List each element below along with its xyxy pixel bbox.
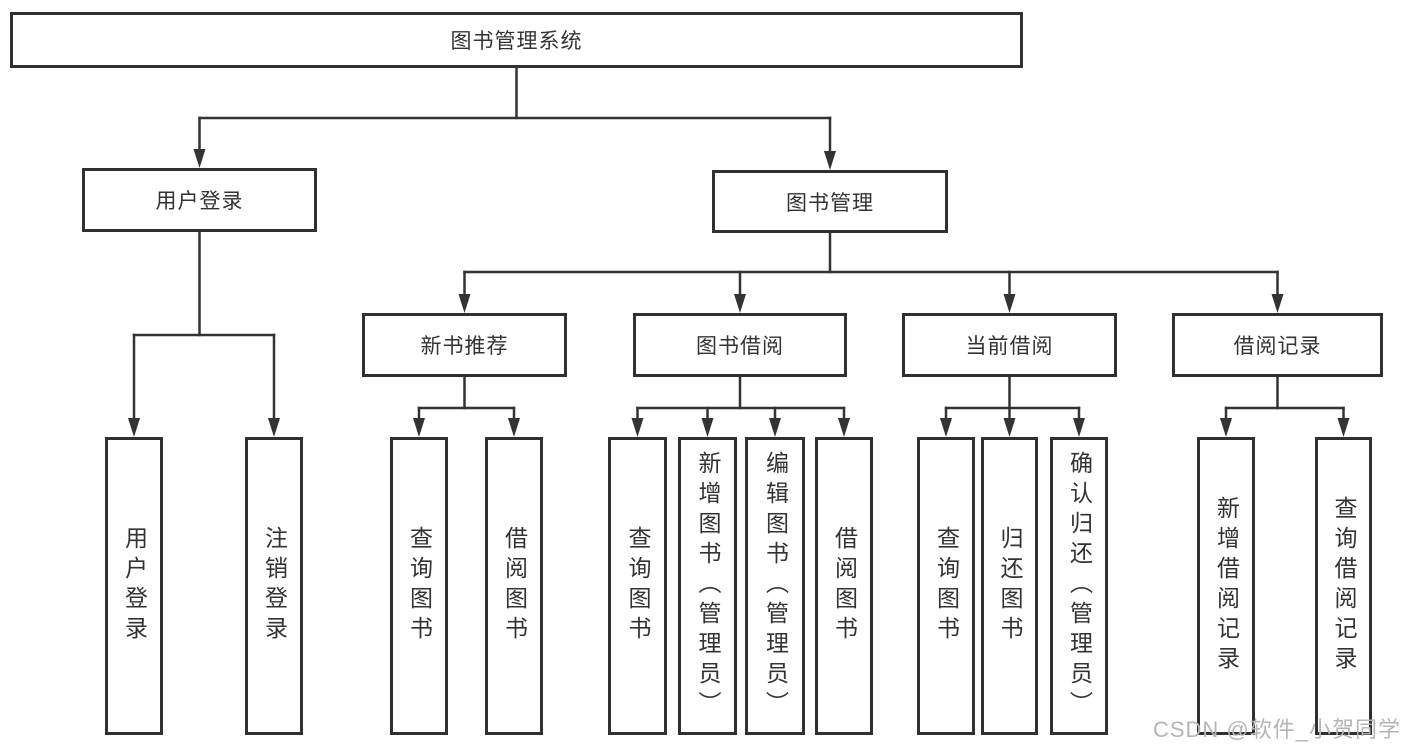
node-current-borrow: 当前借阅 [902,313,1117,377]
node-library-system: 图书管理系统 [10,12,1023,68]
leaf-cb-return-books: 归还图书 [981,437,1038,735]
node-label: 图书管理系统 [450,30,583,53]
leaf-nbr-borrow-books: 借阅图书 [485,437,543,735]
leaf-label: 归还图书 [997,526,1023,646]
node-label: 借阅记录 [1233,335,1322,358]
leaf-label: 查询图书 [933,526,960,646]
leaf-nbr-query-books: 查询图书 [390,437,448,735]
node-label: 新书推荐 [420,335,509,358]
leaf-label: 用户登录 [121,526,148,646]
leaf-label: 查询图书 [625,526,651,646]
leaf-br-query-borrow-record: 查询借阅记录 [1315,437,1372,735]
leaf-br-add-borrow-record: 新增借阅记录 [1197,437,1255,735]
leaf-label: 新增图书（管理员） [695,451,721,721]
leaf-bb-borrow-books: 借阅图书 [815,437,873,735]
leaf-label: 借阅图书 [831,526,858,646]
leaf-label: 借阅图书 [501,526,528,646]
leaf-bb-add-books-admin: 新增图书（管理员） [678,437,737,735]
leaf-label: 查询图书 [406,526,433,646]
leaf-cb-query-books: 查询图书 [917,437,975,735]
node-user-login: 用户登录 [82,168,317,232]
node-book-borrow: 图书借阅 [633,313,847,377]
leaf-label: 确认归还（管理员） [1066,451,1093,721]
watermark: CSDN @软件_小贺同学 [1152,717,1401,742]
node-label: 当前借阅 [965,335,1054,358]
leaf-label: 查询借阅记录 [1331,496,1357,676]
leaf-label: 注销登录 [261,526,288,646]
leaf-bb-edit-books-admin: 编辑图书（管理员） [745,437,805,735]
node-borrow-records: 借阅记录 [1172,313,1383,377]
node-new-book-recommend: 新书推荐 [362,313,567,377]
leaf-label: 新增借阅记录 [1213,496,1240,676]
node-label: 图书借阅 [696,335,784,358]
leaf-bb-query-books: 查询图书 [608,437,667,735]
node-book-management: 图书管理 [712,170,948,233]
leaf-logout-login: 注销登录 [245,437,303,735]
leaf-cb-confirm-return-admin: 确认归还（管理员） [1050,437,1108,735]
leaf-user-login: 用户登录 [105,437,163,735]
node-label: 图书管理 [786,191,874,215]
node-label: 用户登录 [155,190,244,213]
leaf-label: 编辑图书（管理员） [762,451,789,721]
